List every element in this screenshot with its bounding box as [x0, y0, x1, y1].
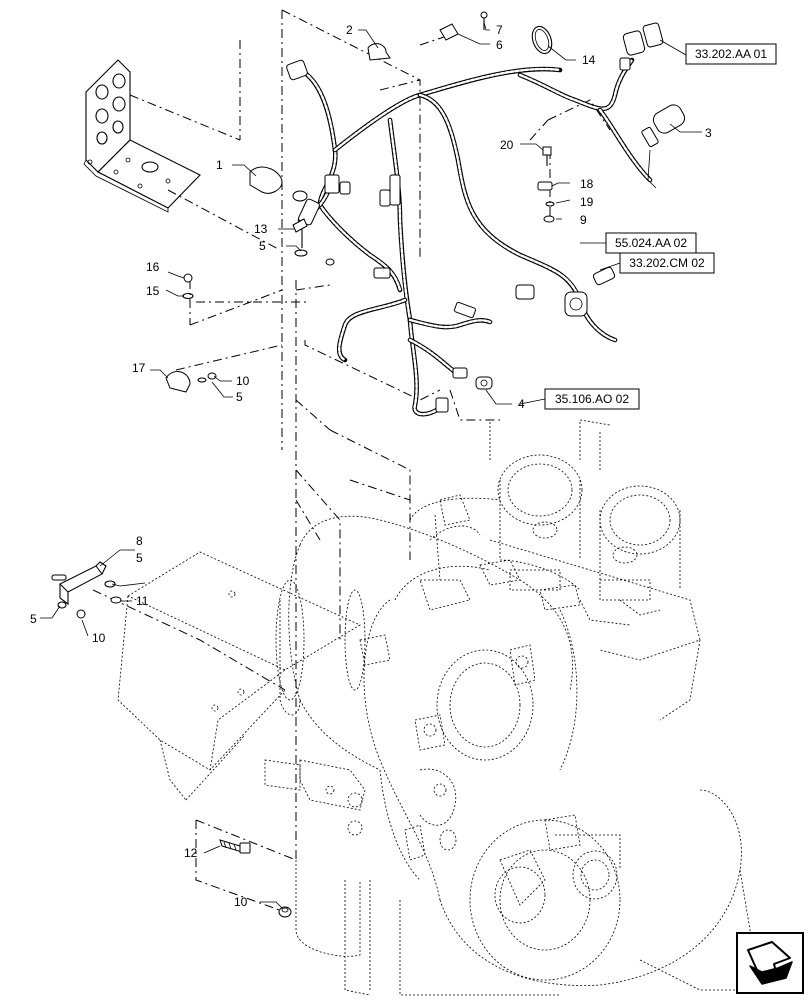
mounting-bracket	[83, 59, 201, 213]
wiring-harness	[297, 57, 653, 417]
callout-19: 19	[580, 195, 594, 209]
leader-lines	[40, 21, 702, 909]
reference-text-2: 55.024.AA 02	[615, 236, 687, 250]
callout-9: 9	[580, 213, 587, 227]
harness-connectors	[286, 22, 686, 413]
callout-5-clip: 5	[236, 390, 243, 404]
callout-11: 11	[136, 594, 149, 608]
reference-link-33-202-cm-02[interactable]: 33.202.CM 02	[619, 252, 715, 274]
side-bracket	[51, 561, 122, 619]
reference-boxes: 33.202.AA 01 55.024.AA 02 33.202.CM 02 3…	[544, 43, 777, 410]
callout-15: 15	[146, 284, 160, 298]
callout-5-bracket: 5	[136, 551, 143, 565]
next-page-arrow-icon[interactable]	[736, 932, 804, 994]
callout-14: 14	[582, 53, 596, 67]
callout-10-clip: 10	[236, 374, 250, 388]
reference-text-4: 35.106.AO 02	[555, 392, 629, 406]
callout-1: 1	[216, 158, 223, 172]
callout-18: 18	[580, 177, 594, 191]
reference-link-35-106-ao-02[interactable]: 35.106.AO 02	[544, 388, 640, 410]
callout-7: 7	[496, 23, 503, 37]
callout-10-bottom: 10	[234, 895, 248, 909]
callout-20: 20	[500, 138, 514, 152]
frame-outline	[117, 551, 361, 801]
reference-text-1: 33.202.AA 01	[695, 47, 767, 61]
callout-3: 3	[705, 126, 712, 140]
callout-4: 4	[518, 397, 525, 411]
callout-2: 2	[346, 23, 353, 37]
transmission-housing	[264, 419, 761, 996]
reference-link-55-024-aa-02[interactable]: 55.024.AA 02	[605, 232, 697, 254]
callout-5-upper: 5	[259, 239, 266, 253]
callout-17: 17	[132, 361, 146, 375]
callout-5-left: 5	[30, 612, 37, 626]
loose-parts	[165, 11, 555, 393]
callout-12: 12	[184, 846, 198, 860]
assembly-lines	[92, 9, 611, 913]
callout-13: 13	[254, 222, 268, 236]
callout-6: 6	[496, 38, 503, 52]
callout-16: 16	[146, 260, 160, 274]
callout-8: 8	[136, 534, 143, 548]
reference-text-3: 33.202.CM 02	[629, 256, 705, 270]
callout-labels: 1 2 3 4 5 5 5 5 6 7 8 9 10 10 10 11 12 1…	[30, 23, 712, 909]
reference-link-33-202-aa-01[interactable]: 33.202.AA 01	[685, 43, 777, 65]
bottom-parts	[219, 839, 292, 918]
callout-10-left: 10	[92, 631, 106, 645]
